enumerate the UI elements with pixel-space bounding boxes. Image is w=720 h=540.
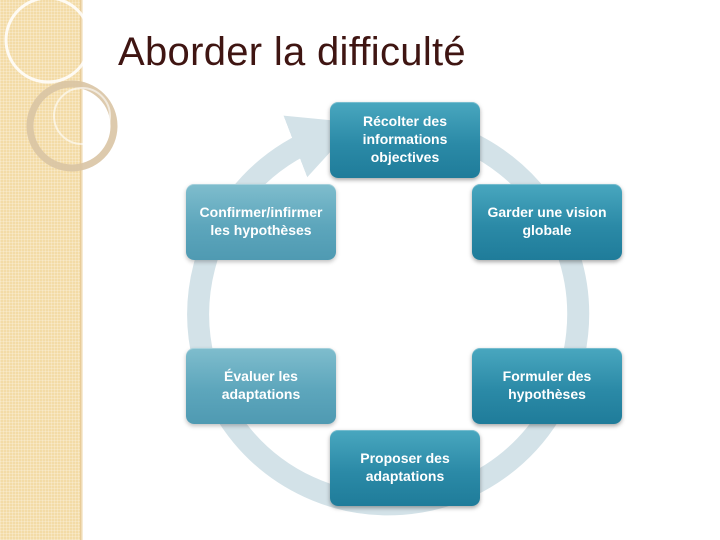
cycle-step-confirm-hypotheses: Confirmer/infirmer les hypothèses: [186, 184, 336, 260]
side-band: [0, 0, 80, 540]
cycle-step-label: Formuler des hypothèses: [502, 368, 592, 402]
cycle-step-formulate-hypotheses: Formuler des hypothèses: [472, 348, 622, 424]
cycle-step-label: Proposer des adaptations: [360, 450, 450, 484]
cycle-step-label: Confirmer/infirmer les hypothèses: [199, 204, 323, 238]
cycle-step-propose-adaptations: Proposer des adaptations: [330, 430, 480, 506]
cycle-step-evaluate-adaptations: Évaluer les adaptations: [186, 348, 336, 424]
decorative-circle-inner: [53, 87, 111, 145]
slide-title: Aborder la difficulté: [118, 30, 466, 74]
decorative-circle-top: [4, 0, 92, 84]
side-band-edge: [80, 0, 83, 540]
cycle-step-label: Récolter des informations objectives: [362, 113, 448, 165]
decorative-circle-middle: [26, 80, 118, 172]
cycle-step-collect-information: Récolter des informations objectives: [330, 102, 480, 178]
decorative-circles: [4, 0, 118, 172]
cycle-step-label: Évaluer les adaptations: [221, 368, 301, 402]
cycle-step-label: Garder une vision globale: [487, 204, 607, 238]
cycle-step-global-vision: Garder une vision globale: [472, 184, 622, 260]
